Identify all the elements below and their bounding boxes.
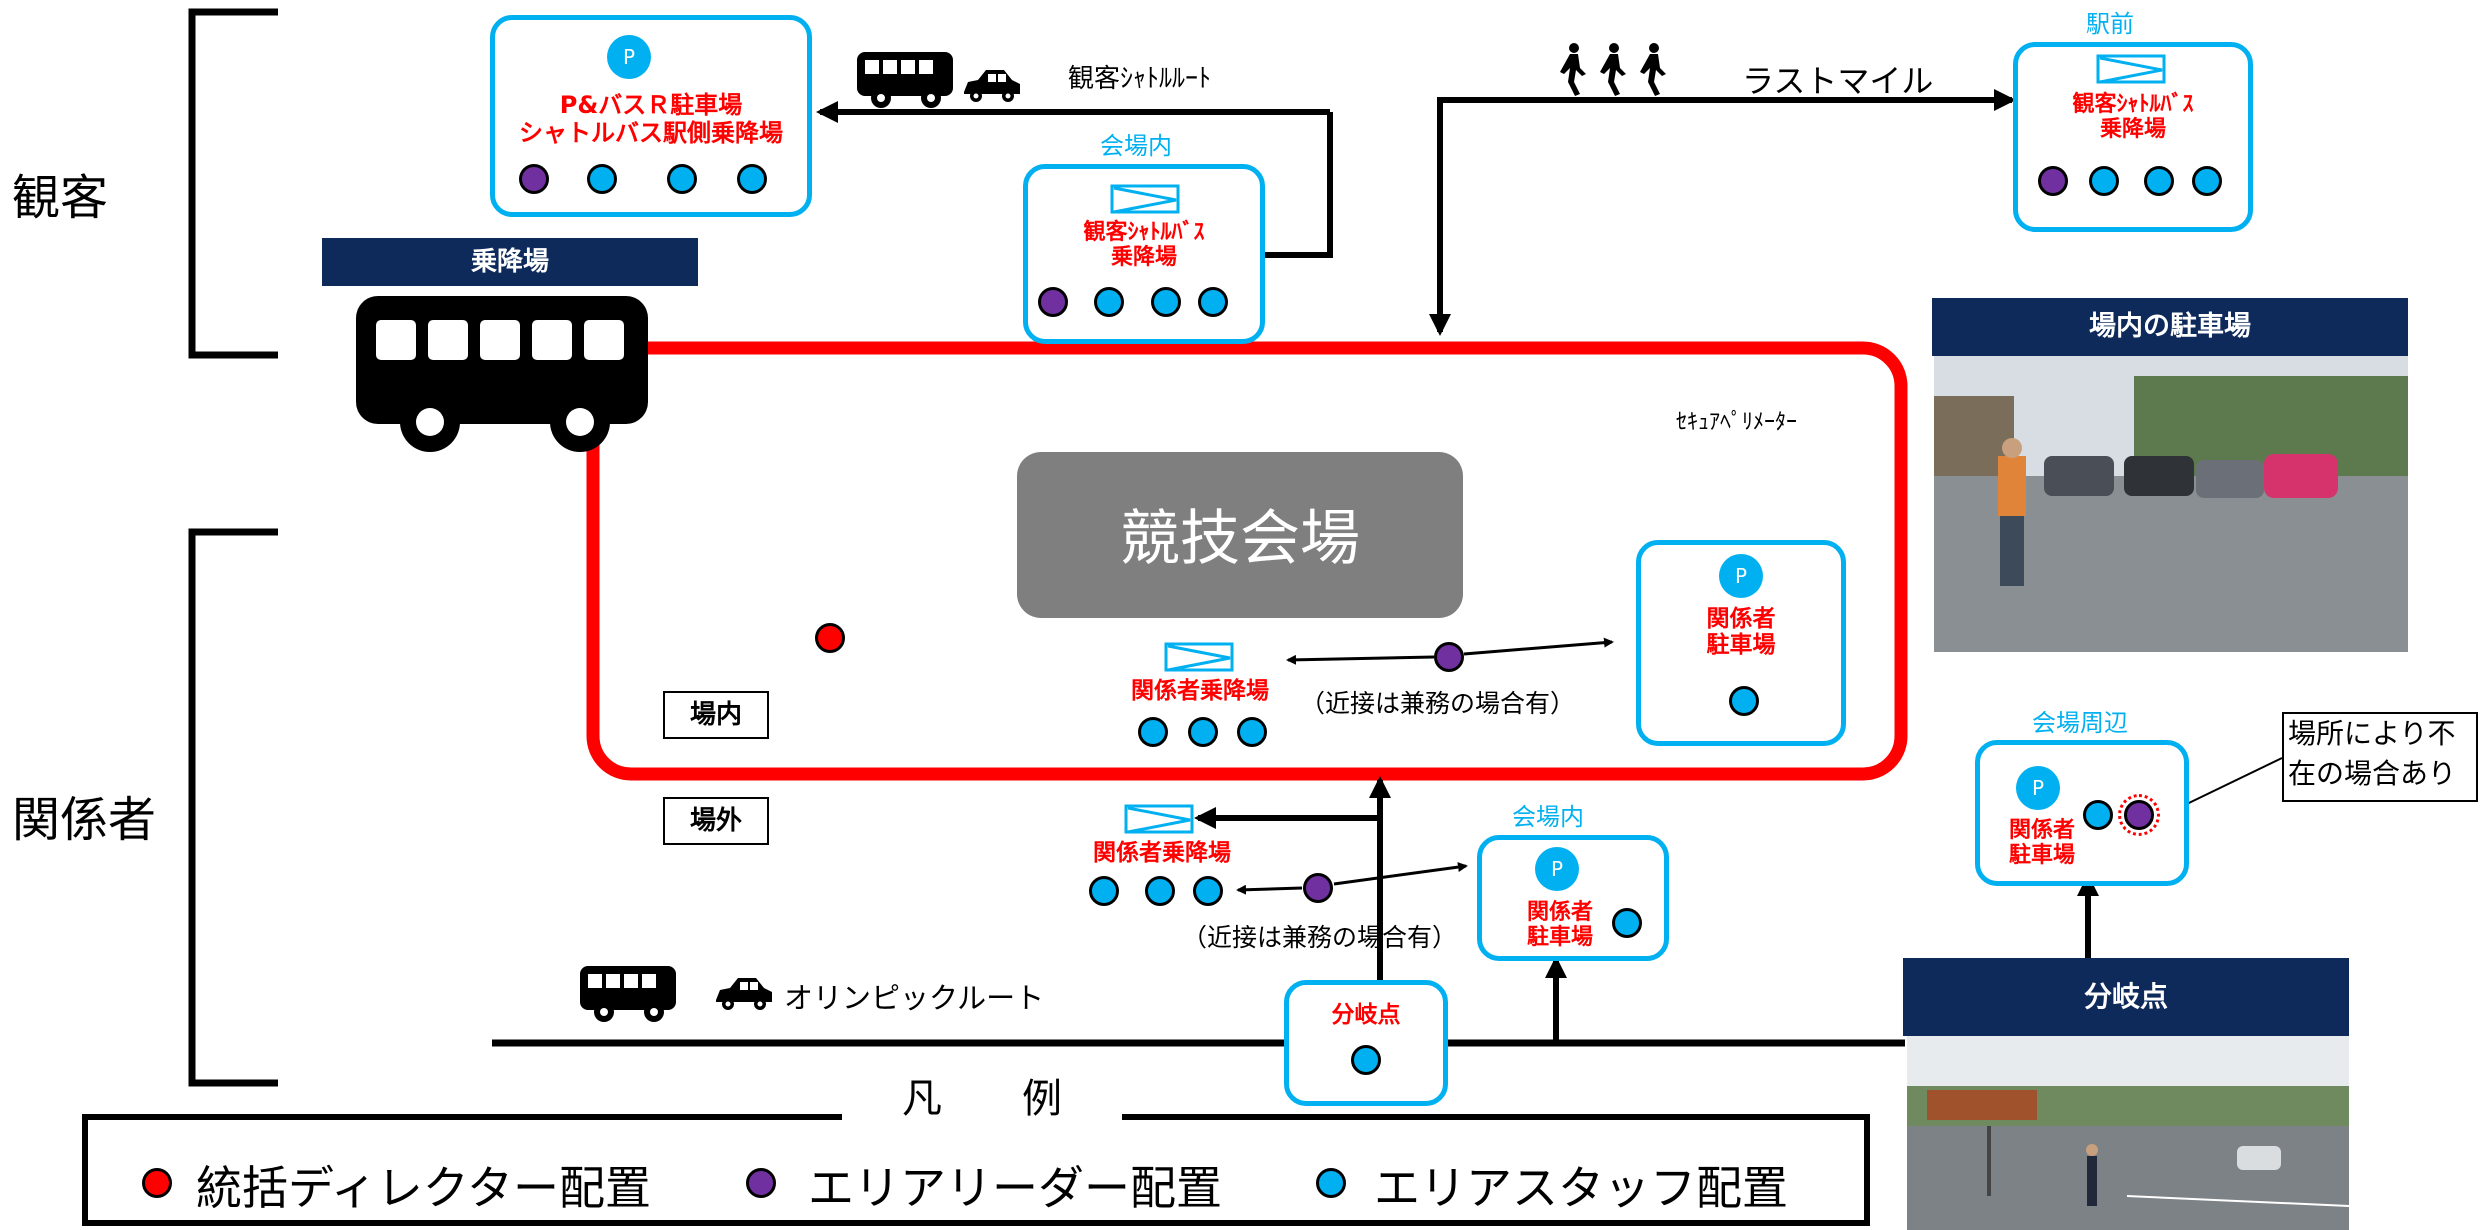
director-dot xyxy=(815,623,845,653)
category-stakeholders: 関係者 xyxy=(12,792,157,848)
staff-dot xyxy=(1612,908,1642,938)
staff-dot xyxy=(1138,717,1168,747)
outer-stakeholder-stop-label: 関係者乗降場 xyxy=(1093,840,1231,866)
legend-director-dot xyxy=(142,1168,172,1198)
legend-leader-dot xyxy=(746,1168,776,1198)
parking-icon: P xyxy=(2016,766,2060,810)
venue-shuttle-stop-label: 観客ｼｬﾄﾙﾊﾞｽ乗降場 xyxy=(1083,220,1205,271)
branch-point-label: 分岐点 xyxy=(1331,1002,1401,1028)
boarding-sign-icon xyxy=(1110,184,1180,214)
shuttle-route-line xyxy=(1236,112,1333,266)
boarding-header: 乗降場 xyxy=(322,238,698,286)
pedestrian-icon xyxy=(1560,43,1666,96)
pr-parking-label: P&バスＲ駐車場シャトルバス駅側乗降場 xyxy=(519,91,783,147)
outside-label: 場外 xyxy=(663,797,769,845)
leader-dot xyxy=(1434,642,1464,672)
shuttle-route-label: 観客ｼｬﾄﾙﾙｰﾄ xyxy=(1068,64,1212,94)
boarding-sign-icon xyxy=(2096,54,2166,84)
station-caption: 駅前 xyxy=(2086,10,2134,38)
spectators-bracket xyxy=(188,8,278,359)
staff-dot xyxy=(667,164,697,194)
staff-dot xyxy=(1188,717,1218,747)
venue-name: 競技会場 xyxy=(1120,504,1360,574)
staff-dot xyxy=(1151,287,1181,317)
outer-stakeholder-parking-label: 関係者駐車場 xyxy=(1526,900,1593,951)
outer-proximity-note: （近接は兼務の場合有） xyxy=(1182,923,1458,952)
staff-dot xyxy=(2144,166,2174,196)
parking-icon: P xyxy=(607,35,651,79)
callout-line-1: 場所により不 xyxy=(2288,717,2456,750)
branch-point-photo xyxy=(1907,1036,2349,1230)
surrounding-parking-label: 関係者駐車場 xyxy=(2008,818,2075,869)
olympic-route-label: オリンピックルート xyxy=(784,981,1045,1015)
branch-point-photo-header: 分岐点 xyxy=(1903,958,2349,1036)
parking-icon: P xyxy=(1719,554,1763,598)
staff-dot xyxy=(1351,1045,1381,1075)
staff-dot xyxy=(587,164,617,194)
optional-leader-marker xyxy=(2118,794,2160,836)
outer-parking-caption: 会場内 xyxy=(1512,803,1584,831)
staff-dot xyxy=(1729,686,1759,716)
staff-dot xyxy=(2089,166,2119,196)
surrounding-caption: 会場周辺 xyxy=(2032,709,2128,737)
leader-dot xyxy=(519,164,549,194)
staff-dot xyxy=(737,164,767,194)
venue-parking-photo-header: 場内の駐車場 xyxy=(1932,298,2408,356)
staff-dot xyxy=(1237,717,1267,747)
absence-callout: 場所により不 在の場合あり xyxy=(2282,712,2478,802)
venue-shuttle-caption: 会場内 xyxy=(1100,132,1172,160)
inner-proximity-note: （近接は兼務の場合有） xyxy=(1300,689,1576,718)
boarding-sign-icon xyxy=(1164,642,1234,672)
legend-staff-label: エリアスタッフ配置 xyxy=(1374,1161,1788,1215)
last-mile-label: ラストマイル xyxy=(1742,62,1934,100)
staff-dot xyxy=(1198,287,1228,317)
callout-line-2: 在の場合あり xyxy=(2288,757,2457,790)
bus-icon xyxy=(356,296,648,452)
bus-icon xyxy=(580,966,676,1022)
stakeholders-bracket xyxy=(188,528,278,1087)
legend-director-label: 統括ディレクター配置 xyxy=(196,1161,651,1215)
staff-dot xyxy=(2192,166,2222,196)
inner-stakeholder-stop-label: 関係者乗降場 xyxy=(1131,678,1269,704)
secure-perimeter xyxy=(586,341,1908,781)
staff-dot xyxy=(1094,287,1124,317)
boarding-sign-icon xyxy=(1124,804,1194,834)
category-spectators: 観客 xyxy=(12,170,109,226)
legend-staff-dot xyxy=(1316,1168,1346,1198)
station-stop-box xyxy=(2013,42,2253,232)
station-stop-label: 観客ｼｬﾄﾙﾊﾞｽ乗降場 xyxy=(2072,92,2194,143)
staff-dot xyxy=(2083,800,2113,830)
leader-dot xyxy=(1038,287,1068,317)
bus-icon xyxy=(857,52,953,108)
staff-dot xyxy=(1145,876,1175,906)
staff-dot xyxy=(1193,876,1223,906)
branch-point-box xyxy=(1284,980,1448,1106)
venue-parking-photo xyxy=(1934,356,2408,652)
venue-block xyxy=(1017,452,1463,618)
inner-stakeholder-parking-label: 関係者駐車場 xyxy=(1706,606,1776,659)
secure-perimeter-label: ｾｷｭｱﾍﾟﾘﾒｰﾀｰ xyxy=(1676,410,1798,435)
last-mile-route-line xyxy=(1437,89,2016,330)
legend-title: 凡 例 xyxy=(842,1074,1122,1124)
leader-dot xyxy=(1303,873,1333,903)
inside-label: 場内 xyxy=(663,691,769,739)
leader-dot xyxy=(2124,800,2154,830)
car-icon xyxy=(964,70,1020,102)
staff-dot xyxy=(1089,876,1119,906)
legend-leader-label: エリアリーダー配置 xyxy=(808,1161,1222,1215)
parking-icon: P xyxy=(1535,847,1579,891)
car-icon xyxy=(716,978,772,1010)
leader-dot xyxy=(2038,166,2068,196)
